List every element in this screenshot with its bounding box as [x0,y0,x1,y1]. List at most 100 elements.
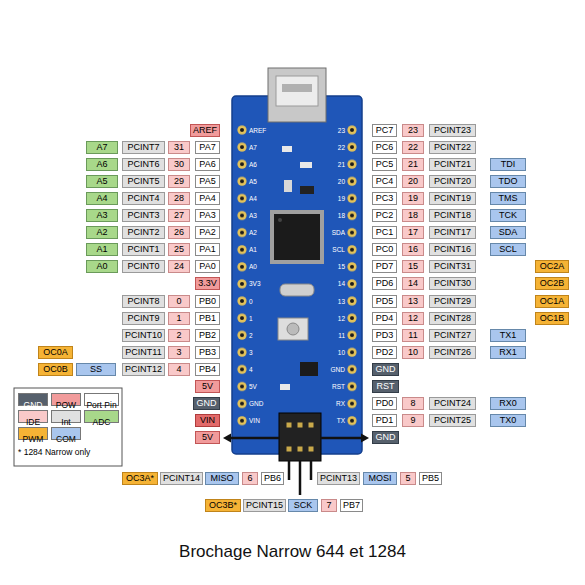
interrupt-label: PCINT13 [317,472,360,485]
silkscreen-text: A4 [249,192,271,205]
interrupt-label: PCINT2 [122,226,165,239]
silkscreen-text: 3 [249,346,271,359]
port-pin-label: PA5 [195,175,220,188]
port-pin-label: PB2 [195,329,220,342]
silkscreen-text: 12 [323,312,345,325]
smd-parts [284,180,292,192]
ide-number: 30 [168,158,190,171]
silkscreen-text: 21 [323,158,345,171]
ide-number: 1 [168,312,190,325]
interrupt-label: PCINT19 [429,192,476,205]
silkscreen-text: 1 [249,312,271,325]
ide-number: 10 [402,346,424,359]
interrupt-label: PCINT11 [122,346,165,359]
adc-label: A5 [86,175,118,188]
usb-connector [268,68,326,122]
adc-label: A7 [86,141,118,154]
interrupt-label: PCINT15 [243,499,286,512]
interrupt-label: PCINT22 [429,141,476,154]
port-pin-label: PC3 [372,192,397,205]
silkscreen-text: 13 [323,295,345,308]
ide-number: 11 [402,329,424,342]
adc-label: A4 [86,192,118,205]
pwm-label: OC2B [535,277,569,290]
legend-swatch: ADC [84,410,119,423]
pwm-label: OC0A [38,346,73,359]
interrupt-label: PCINT25 [429,414,476,427]
legend-swatch: COM [51,427,81,440]
port-pin-label: PD2 [372,346,397,359]
legend-text: PWM [23,434,44,444]
icsp-wires [310,461,313,480]
legend-note: * 1284 Narrow only [18,447,118,460]
pwm-label: OC1A [535,295,569,308]
silkscreen-text: RST [323,380,345,393]
icsp-wires [321,437,363,440]
interrupt-label: PCINT7 [122,141,165,154]
reset-button [278,318,308,340]
smd-parts [280,284,314,296]
pwm-label: OC3A* [122,472,158,485]
legend-swatch: PWM [18,427,48,440]
silkscreen-text: GND [249,397,271,410]
ide-number: 29 [168,175,190,188]
interrupt-label: PCINT1 [122,243,165,256]
pwm-label: OC1B [535,312,569,325]
ground-label: GND [372,431,399,444]
usb-connector [276,76,318,106]
port-pin-label: PD0 [372,397,397,410]
port-pin-label: PB5 [419,472,442,485]
interrupt-label: PCINT0 [122,260,165,273]
arrowhead [223,434,369,443]
icsp-wires [288,461,291,480]
interrupt-label: PCINT23 [429,124,476,137]
ide-number: 15 [402,260,424,273]
ide-number: 18 [402,209,424,222]
silkscreen-text: 14 [323,277,345,290]
interrupt-label: PCINT24 [429,397,476,410]
power-label: 5V [195,380,220,393]
arrowhead [223,434,231,443]
ide-number: 8 [402,397,424,410]
icsp-wires [229,438,363,495]
power-label: 3.3V [195,277,220,290]
port-pin-label: PB0 [195,295,220,308]
port-pin-label: PB6 [261,472,284,485]
com-label: MISO [205,472,239,485]
silkscreen-text: 4 [249,363,271,376]
ide-number: 0 [168,295,190,308]
icsp-header [287,447,292,452]
silkscreen-text: A1 [249,243,271,256]
legend-text: Port Pin [86,400,116,410]
pcb-board [232,96,362,454]
silkscreen-text: AREF [249,124,271,137]
ground-label: GND [372,363,399,376]
ide-number: 24 [168,260,190,273]
adc-label: A0 [86,260,118,273]
interrupt-label: PCINT3 [122,209,165,222]
silkscreen-text: 19 [323,192,345,205]
com-label: RX1 [490,346,526,359]
ide-number: 26 [168,226,190,239]
adc-label: A2 [86,226,118,239]
interrupt-label: PCINT21 [429,158,476,171]
ide-number: 20 [402,175,424,188]
mcu-chip [274,214,320,260]
ide-number: 3 [168,346,190,359]
port-pin-label: PD1 [372,414,397,427]
legend-swatch: GND [18,393,48,406]
reset-button [278,318,308,340]
legend-swatch: Int [51,410,81,423]
silkscreen-text: A7 [249,141,271,154]
interrupt-label: PCINT20 [429,175,476,188]
interrupt-label: PCINT29 [429,295,476,308]
ide-number: 22 [402,141,424,154]
legend-text: ADC [93,417,111,427]
ide-number: 23 [402,124,424,137]
port-pin-label: PC4 [372,175,397,188]
ide-number: 16 [402,243,424,256]
ide-number: 21 [402,158,424,171]
mcu-chip [270,210,324,264]
pwm-label: OC2A [535,260,569,273]
